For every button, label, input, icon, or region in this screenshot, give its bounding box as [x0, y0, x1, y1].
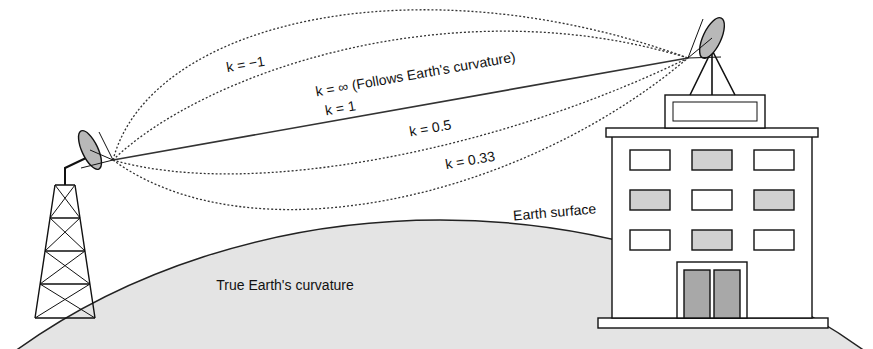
- lattice-tower: [35, 158, 95, 318]
- k-value-label: k = −1: [224, 53, 265, 76]
- ray-paths: [113, 10, 688, 210]
- k-value-label: k = 1: [323, 97, 356, 118]
- k-value-label: k = 0.5: [408, 116, 453, 139]
- building: [598, 95, 828, 328]
- k-value-label: k = 0.33: [444, 148, 496, 172]
- k-value-label: k = ∞ (Follows Earth's curvature): [314, 49, 517, 100]
- ray-k-minus-one: [113, 10, 688, 160]
- dish-antenna: [688, 14, 735, 95]
- curvature-label: True Earth's curvature: [216, 277, 354, 293]
- dish-antenna: [74, 128, 113, 173]
- surface-label: Earth surface: [513, 200, 597, 223]
